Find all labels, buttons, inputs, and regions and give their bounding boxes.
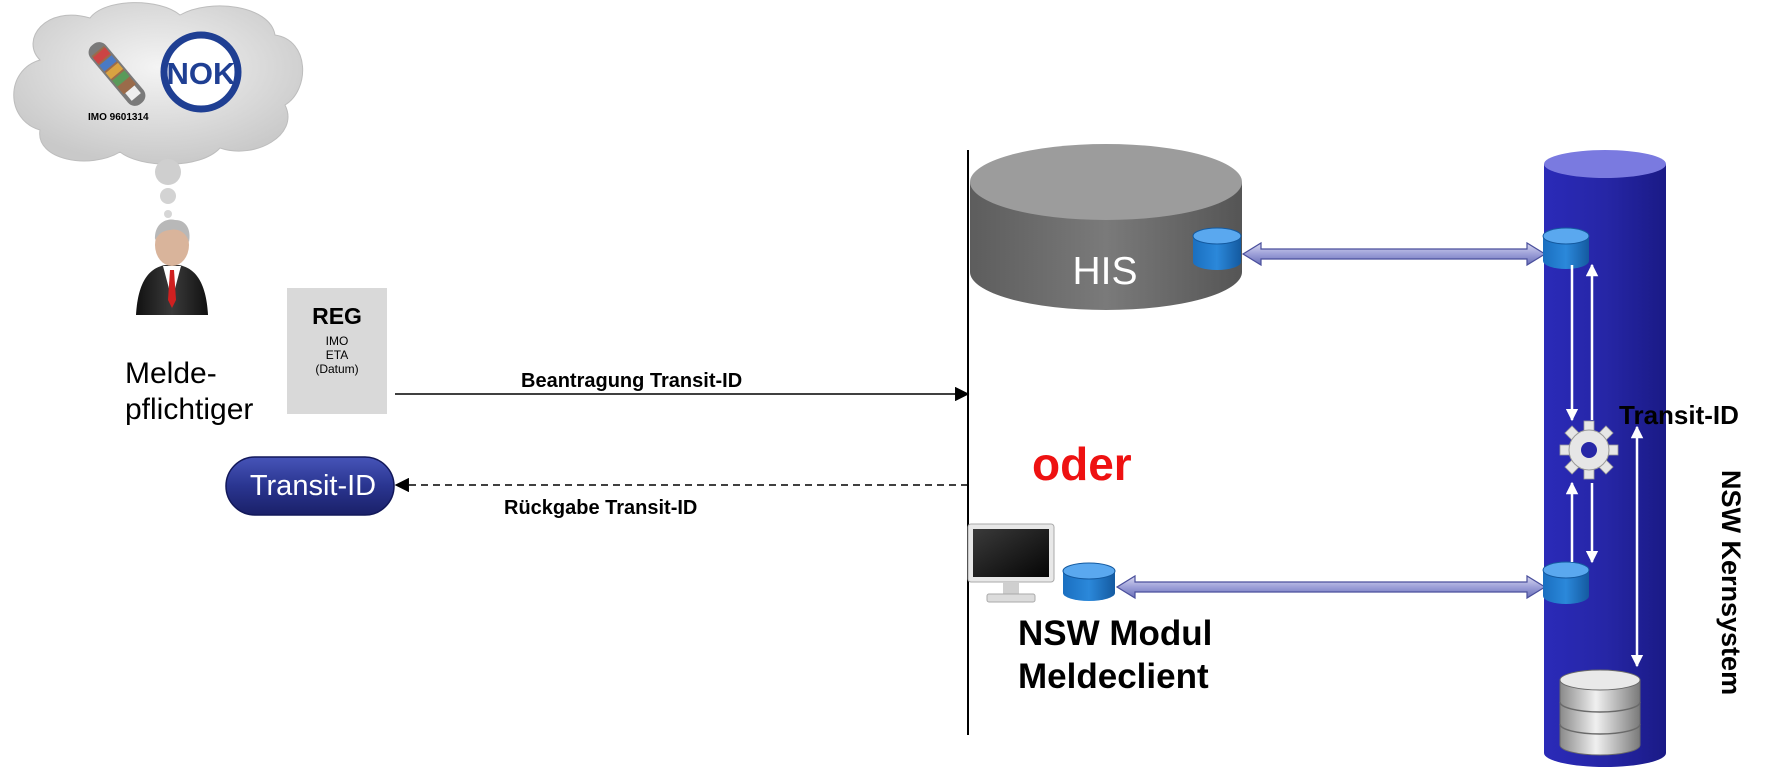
monitor-icon: [967, 523, 1055, 603]
thought-dot-large: [155, 159, 181, 185]
businessman-icon: [136, 219, 208, 315]
actor-label-line2: pflichtiger: [125, 393, 253, 426]
core-top-database-icon: [1542, 227, 1590, 269]
nok-badge-text: NOK: [167, 56, 237, 91]
transit-id-pill-label: Transit-ID: [250, 470, 376, 502]
his-core-connector: [1241, 241, 1547, 267]
reg-title: REG: [312, 303, 362, 329]
client-label-line1: NSW Modul: [1018, 614, 1212, 653]
ship-icon: [88, 42, 146, 106]
reg-form: REG IMO ETA (Datum): [287, 288, 387, 414]
client-label-line2: Meldeclient: [1018, 657, 1209, 696]
thought-cloud: [13, 2, 304, 165]
thought-dot-small: [164, 210, 172, 218]
core-transit-id-label: Transit-ID: [1619, 400, 1739, 430]
reg-field-imo: IMO: [326, 334, 349, 348]
actor-label-line1: Melde-: [125, 357, 217, 390]
gear-icon: [1559, 420, 1619, 480]
nok-badge: NOK: [160, 31, 242, 113]
transit-id-pill: Transit-ID: [225, 456, 395, 516]
imo-label: IMO 9601314: [88, 112, 149, 123]
request-arrow-label: Beantragung Transit-ID: [521, 370, 742, 392]
his-label: HIS: [1072, 250, 1137, 293]
core-system-label: NSW Kernsystem: [1716, 470, 1746, 695]
database-icon: [1559, 669, 1641, 756]
alternative-label: oder: [1032, 438, 1132, 490]
thought-dot-medium: [160, 188, 176, 204]
response-arrow-label: Rückgabe Transit-ID: [504, 497, 697, 519]
core-bottom-database-icon: [1542, 561, 1590, 604]
reg-field-eta: ETA: [326, 348, 348, 362]
his-database-icon: [1192, 227, 1242, 270]
his-cylinder: HIS: [970, 144, 1242, 310]
reg-field-date: (Datum): [315, 362, 358, 376]
client-core-connector: [1115, 574, 1547, 600]
client-database-icon: [1062, 562, 1116, 601]
